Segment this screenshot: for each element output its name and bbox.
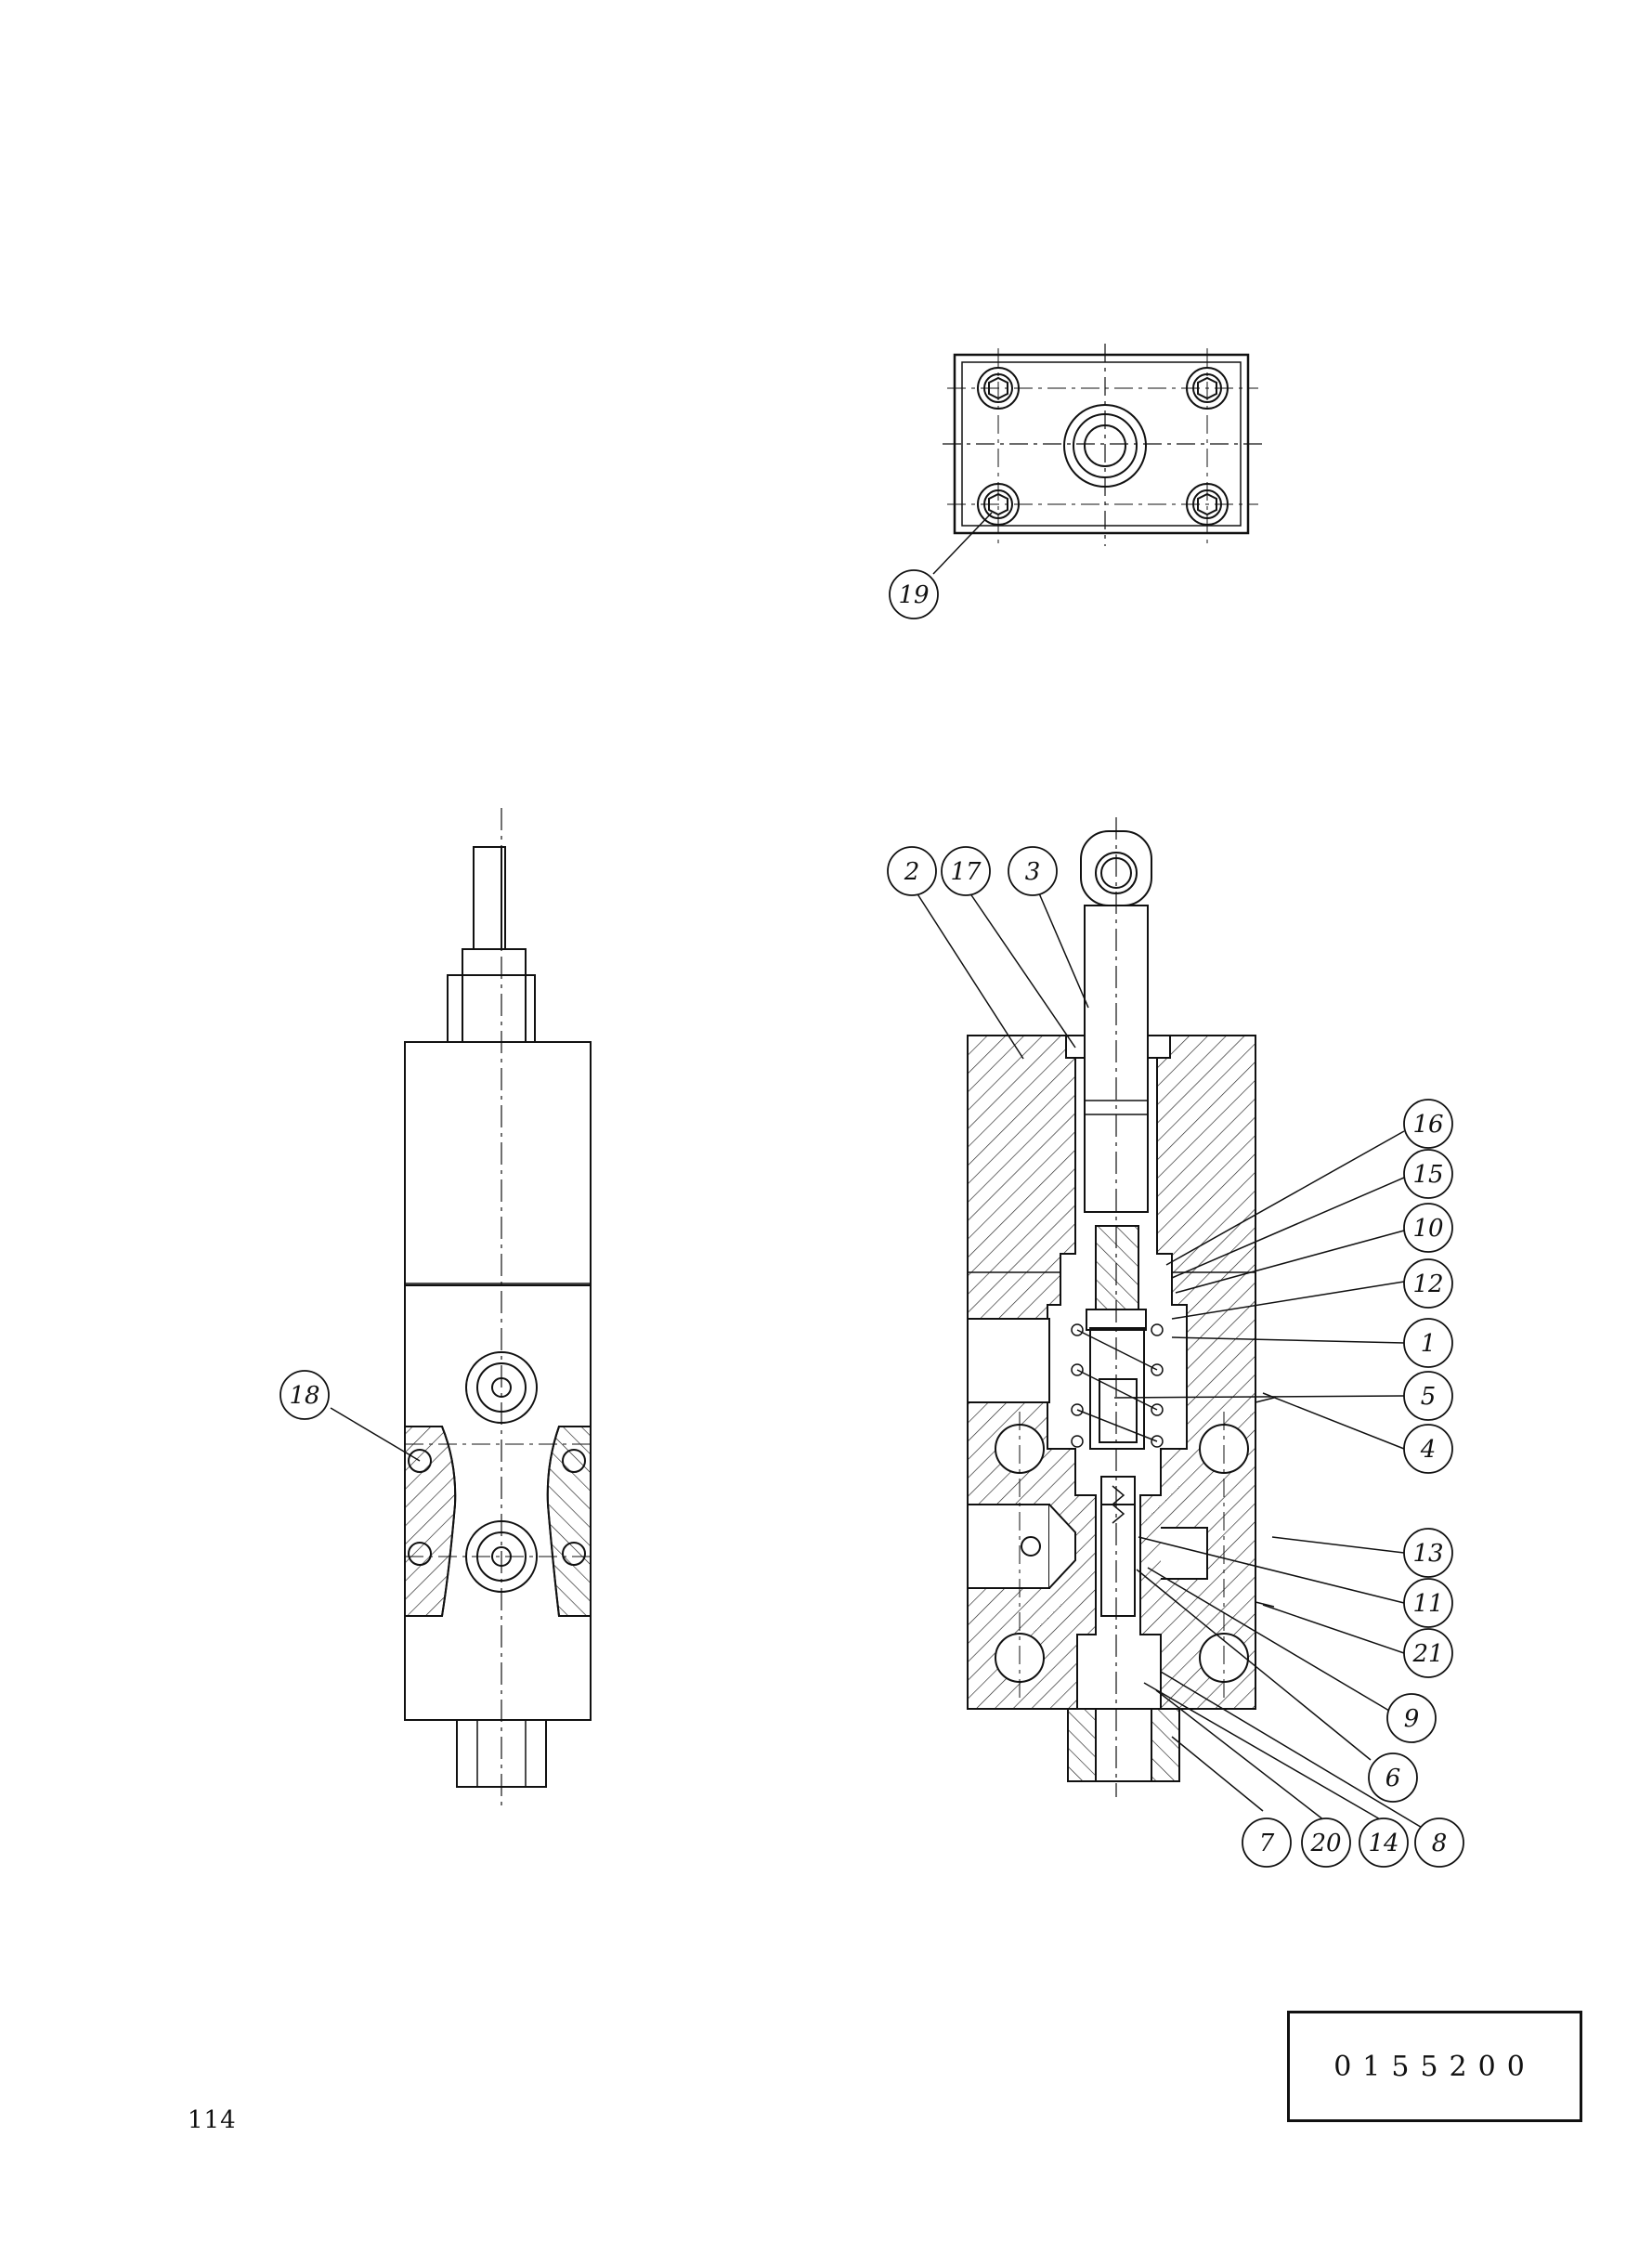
svg-text:16: 16 <box>1412 1111 1443 1139</box>
callout-18: 18 <box>280 1370 330 1420</box>
svg-text:3: 3 <box>1025 858 1041 886</box>
svg-text:20: 20 <box>1309 1830 1341 1857</box>
svg-text:7: 7 <box>1259 1830 1275 1857</box>
svg-text:17: 17 <box>950 858 982 886</box>
svg-text:12: 12 <box>1412 1270 1443 1298</box>
callout-14: 14 <box>1359 1818 1409 1868</box>
callout-7: 7 <box>1242 1818 1292 1868</box>
page-number: 114 <box>188 2106 237 2134</box>
drawing-number: 0155200 <box>1333 2050 1536 2083</box>
callout-8: 8 <box>1414 1818 1464 1868</box>
svg-text:11: 11 <box>1412 1590 1443 1618</box>
callout-15: 15 <box>1403 1149 1453 1199</box>
callout-20: 20 <box>1301 1818 1351 1868</box>
svg-text:2: 2 <box>904 858 920 886</box>
section-view <box>967 817 1275 1797</box>
callout-leaders <box>914 886 1438 1838</box>
bolt-head-top-right <box>1186 367 1229 410</box>
top-view <box>932 344 1263 575</box>
svg-text:15: 15 <box>1412 1161 1443 1189</box>
callout-4: 4 <box>1403 1424 1453 1474</box>
svg-text:1: 1 <box>1421 1330 1437 1358</box>
svg-text:10: 10 <box>1412 1215 1443 1243</box>
svg-text:21: 21 <box>1411 1640 1443 1668</box>
callout-16: 16 <box>1403 1099 1453 1149</box>
callout-9: 9 <box>1386 1693 1437 1743</box>
svg-text:8: 8 <box>1432 1830 1448 1857</box>
callout-2: 2 <box>887 846 937 896</box>
callout-13: 13 <box>1403 1528 1453 1578</box>
callout-6: 6 <box>1368 1752 1418 1803</box>
svg-text:6: 6 <box>1385 1765 1401 1792</box>
callout-3: 3 <box>1008 846 1058 896</box>
callout-11: 11 <box>1403 1578 1453 1628</box>
callout-10: 10 <box>1403 1203 1453 1253</box>
svg-text:5: 5 <box>1421 1383 1437 1411</box>
bolt-head-bottom-right <box>1186 483 1229 526</box>
svg-text:14: 14 <box>1368 1830 1398 1857</box>
svg-text:18: 18 <box>289 1382 319 1410</box>
callout-1: 1 <box>1403 1318 1453 1368</box>
svg-text:9: 9 <box>1404 1705 1420 1733</box>
side-view <box>330 808 592 1806</box>
bolt-head-top-left <box>977 367 1020 410</box>
callout-17: 17 <box>941 846 991 896</box>
callout-12: 12 <box>1403 1258 1453 1309</box>
svg-text:13: 13 <box>1412 1540 1443 1568</box>
svg-text:4: 4 <box>1420 1436 1437 1464</box>
drawing-number-box: 0155200 <box>1287 2011 1582 2122</box>
callout-21: 21 <box>1403 1628 1453 1678</box>
svg-text:19: 19 <box>898 581 929 609</box>
callout-19: 19 <box>889 569 939 619</box>
callout-5: 5 <box>1403 1371 1453 1421</box>
bolt-head-bottom-left <box>977 483 1020 526</box>
